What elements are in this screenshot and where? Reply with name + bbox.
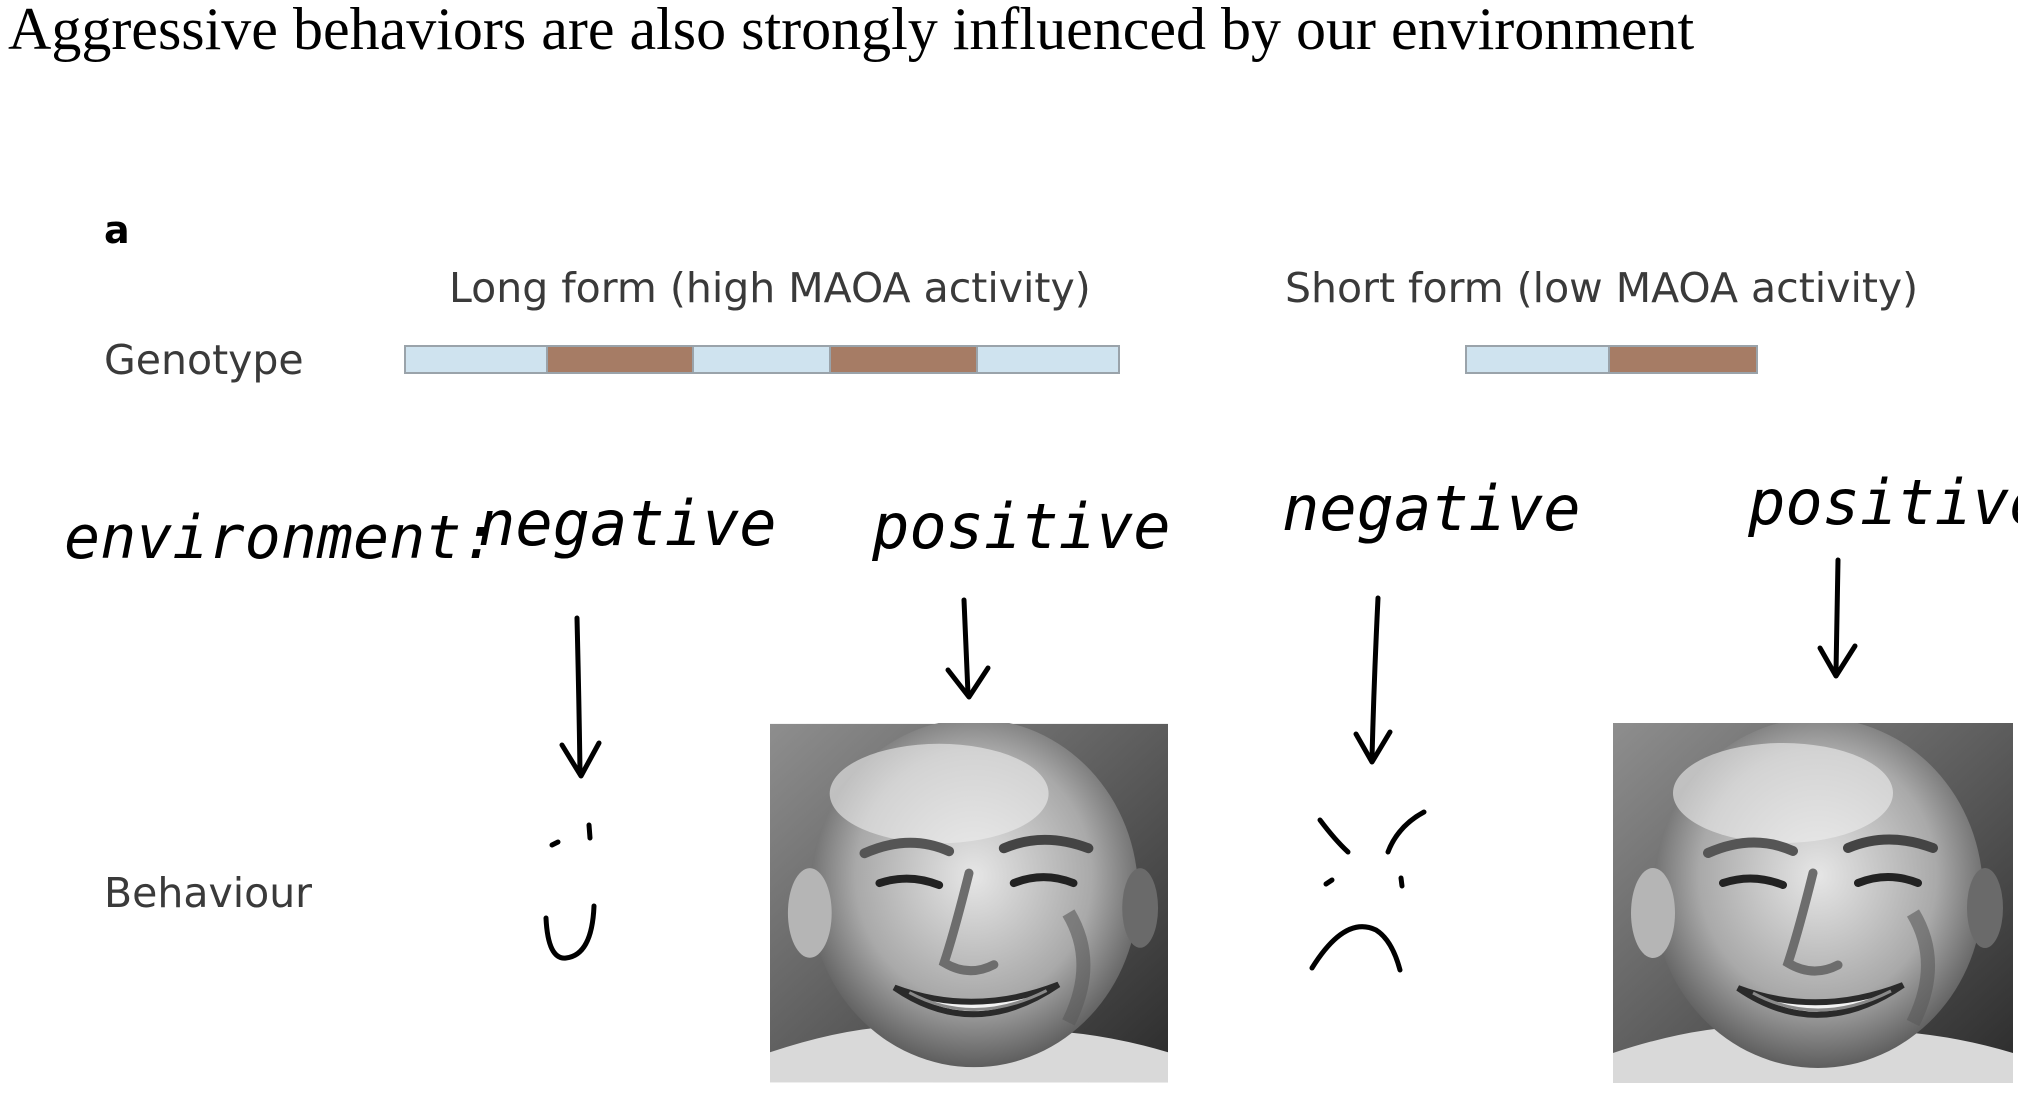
gene-segment bbox=[829, 345, 978, 374]
gene-segment bbox=[692, 345, 831, 374]
genotype-label: Genotype bbox=[104, 336, 304, 384]
environment-positive-long: positive bbox=[871, 490, 1171, 563]
long-form-label: Long form (high MAOA activity) bbox=[449, 264, 1091, 312]
environment-negative-long: negative bbox=[478, 487, 777, 560]
arrow-down-icon bbox=[1817, 557, 1858, 679]
short-form-label: Short form (low MAOA activity) bbox=[1285, 264, 1918, 312]
environment-label: environment: bbox=[64, 503, 497, 573]
gene-segment bbox=[1608, 345, 1758, 374]
angry-face-icon bbox=[1309, 809, 1427, 973]
environment-negative-short: negative bbox=[1282, 472, 1581, 545]
arrow-down-icon bbox=[1353, 595, 1393, 765]
smiling-man-photo bbox=[770, 719, 1168, 1082]
long-form-gene-bar bbox=[404, 345, 1120, 374]
gene-segment bbox=[404, 345, 548, 374]
gene-segment bbox=[546, 345, 694, 374]
gene-segment bbox=[1465, 345, 1610, 374]
arrow-down-icon bbox=[945, 597, 991, 700]
panel-letter: a bbox=[104, 208, 130, 252]
page-title: Aggressive behaviors are also strongly i… bbox=[8, 0, 1695, 62]
smiling-man-photo bbox=[1613, 718, 2013, 1083]
gene-segment bbox=[976, 345, 1120, 374]
arrow-down-icon bbox=[559, 615, 602, 779]
short-form-gene-bar bbox=[1465, 345, 1758, 374]
smiley-happy-icon bbox=[543, 822, 597, 961]
behaviour-label: Behaviour bbox=[104, 869, 312, 917]
environment-positive-short: positive bbox=[1747, 466, 2018, 539]
